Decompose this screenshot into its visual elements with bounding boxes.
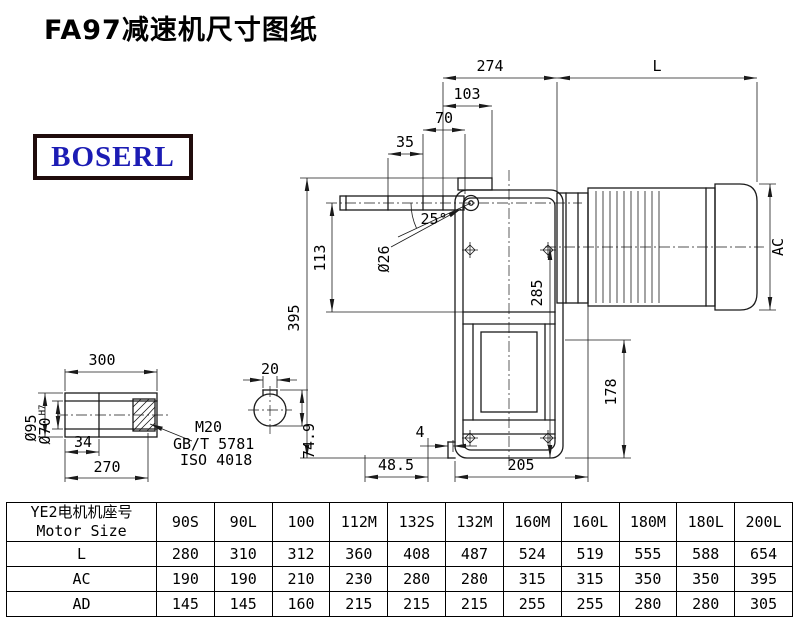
size-col-header: 100 [271,502,331,542]
size-col-header: 160L [560,502,620,542]
dim-300: 300 [88,351,115,369]
table-cell: 487 [445,541,504,567]
table-cell: 315 [502,566,562,592]
table-cell: 310 [213,541,273,567]
row-label: AC [6,566,157,592]
table-cell: 280 [156,541,215,567]
size-col-header: 112M [329,502,389,542]
table-cell: 555 [618,541,678,567]
table-cell: 255 [560,591,620,617]
table-cell: 654 [734,541,793,567]
extension-lines [38,82,776,482]
motor-size-header-en: Motor Size [36,522,127,540]
dim-dia-70-tol: H7 [38,405,48,416]
motor-size-header-cn: YE2电机机座号 [30,503,133,522]
table-cell: 190 [213,566,273,592]
table-cell: 524 [502,541,562,567]
size-col-header: 90L [213,502,273,542]
size-col-header: 132S [387,502,447,542]
page-title: FA97减速机尺寸图纸 [44,15,318,46]
table-cell: 210 [271,566,331,592]
size-col-header: 180L [676,502,736,542]
row-label: L [6,541,157,567]
table-cell: 145 [156,591,215,617]
dim-35: 35 [396,133,414,151]
table-cell: 215 [329,591,389,617]
motor-size-header: YE2电机机座号 Motor Size [6,502,157,542]
dim-103: 103 [453,85,480,103]
dim-angle-25: 25° [420,210,447,228]
table-cell: 395 [734,566,793,592]
motor-cooling-fins [595,191,660,303]
table-cell: 588 [676,541,736,567]
centerlines [57,170,764,468]
dim-dia-26: Ø26 [375,245,393,272]
table-header-row: YE2电机机座号 Motor Size 90S 90L 100 112M 132… [6,502,793,542]
dimension-table: YE2电机机座号 Motor Size 90S 90L 100 112M 132… [6,502,793,617]
dim-20: 20 [261,360,279,378]
table-cell: 280 [387,566,447,592]
table-cell: 350 [676,566,736,592]
label-iso-4018: ISO 4018 [180,451,252,469]
table-cell: 305 [734,591,793,617]
dim-dia-95: Ø95 [22,414,40,441]
dim-274: 274 [476,57,503,75]
dim-270: 270 [93,458,120,476]
size-col-header: 90S [156,502,215,542]
row-label: AD [6,591,157,617]
boserl-logo: BOSERL [33,134,193,180]
angle-feature [390,202,472,248]
table-cell: 280 [445,566,504,592]
table-cell: 215 [445,591,504,617]
table-cell: 215 [387,591,447,617]
size-col-header: 200L [734,502,793,542]
dim-113: 113 [311,244,329,271]
label-m20: M20 [195,418,222,436]
dimension-drawing: 274 L 103 70 35 25° Ø26 395 113 285 AC 1… [22,57,787,482]
dim-L: L [652,57,661,75]
table-cell: 519 [560,541,620,567]
size-col-header: 132M [445,502,504,542]
dim-AC: AC [769,238,787,256]
table-cell: 190 [156,566,215,592]
table-cell: 280 [676,591,736,617]
dimension-lines [42,75,773,481]
table-row-L: L 280 310 312 360 408 487 524 519 555 58… [6,541,793,567]
dim-70: 70 [435,109,453,127]
table-cell: 145 [213,591,273,617]
table-cell: 350 [618,566,678,592]
table-cell: 230 [329,566,389,592]
input-shaft [339,194,480,212]
table-cell: 255 [502,591,562,617]
boserl-logo-text: BOSERL [51,140,175,173]
dim-dia-70: Ø70 [36,417,54,444]
table-cell: 315 [560,566,620,592]
table-cell: 360 [329,541,389,567]
dim-178: 178 [602,378,620,405]
dim-395: 395 [285,304,303,331]
dim-205: 205 [507,456,534,474]
size-col-header: 160M [502,502,562,542]
dim-34: 34 [74,433,92,451]
table-row-AD: AD 145 145 160 215 215 215 255 255 280 2… [6,591,793,617]
size-col-header: 180M [618,502,678,542]
table-row-AC: AC 190 190 210 230 280 280 315 315 350 3… [6,566,793,592]
gearbox-housing [447,177,564,459]
thread-hatch [132,398,193,442]
dim-285: 285 [528,279,546,306]
motor [556,183,758,311]
label-gb-t-5781: GB/T 5781 [173,435,254,453]
table-cell: 408 [387,541,447,567]
table-cell: 160 [271,591,331,617]
table-cell: 280 [618,591,678,617]
dim-48-5: 48.5 [378,456,414,474]
dim-74-9: 74.9 [300,423,318,459]
dim-4: 4 [415,423,424,441]
table-cell: 312 [271,541,331,567]
bore-section-detail [253,389,287,427]
